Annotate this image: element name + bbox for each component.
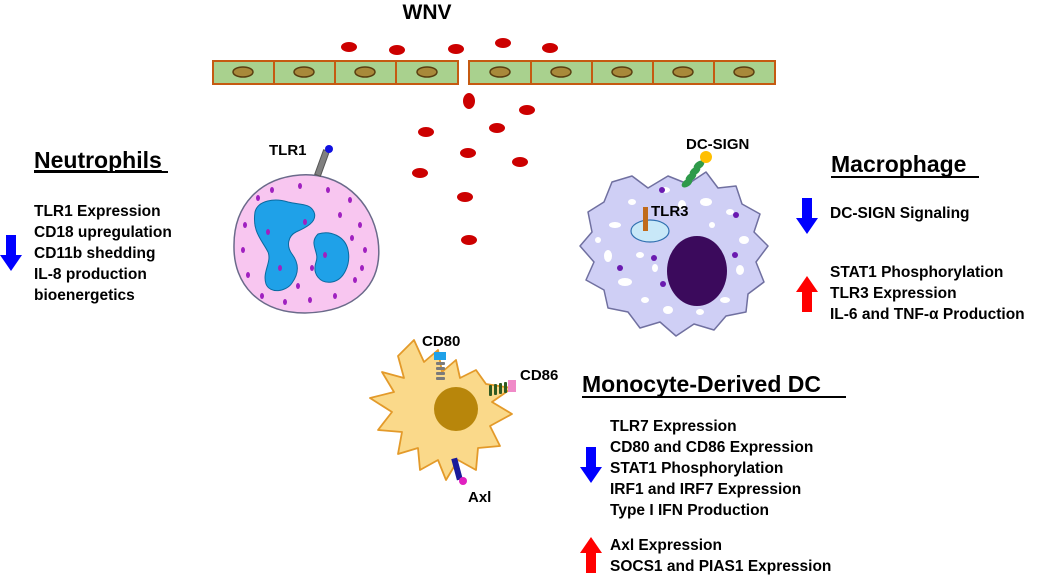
- endothelial-layer: [212, 60, 776, 85]
- neutrophils-panel: Neutrophils TLR1 Expression CD18 upregul…: [0, 147, 172, 304]
- macrophage-cell: TLR3 DC-SIGN: [579, 136, 769, 337]
- endothelial-cell: [468, 60, 532, 85]
- virion: [489, 123, 505, 133]
- endothelial-cell: [530, 60, 593, 85]
- modc-down-item: Type I IFN Production: [610, 502, 769, 519]
- macrophage-granules: [617, 187, 739, 287]
- virion: [341, 42, 357, 52]
- virion-group: [341, 38, 558, 245]
- endothelial-cell: [334, 60, 397, 85]
- cd86-receptor: [489, 380, 516, 396]
- tlr3-label: TLR3: [651, 203, 689, 220]
- diagram-title: WNV: [403, 1, 452, 24]
- neutrophils-heading: Neutrophils: [34, 147, 162, 173]
- arrow-down-icon: [580, 447, 602, 483]
- neutrophil-body: [233, 174, 380, 314]
- endothelial-cell: [591, 60, 654, 85]
- modc-down-item: STAT1 Phosphorylation: [610, 460, 783, 477]
- dendritic-cell: CD80 CD86 Axl: [369, 333, 558, 506]
- virion: [412, 168, 428, 178]
- tlr3-receptor: [643, 207, 648, 231]
- virion: [519, 105, 535, 115]
- endothelial-cell: [395, 60, 459, 85]
- virion: [512, 157, 528, 167]
- neutrophils-item: CD18 upregulation: [34, 224, 172, 241]
- cd80-receptor: [434, 352, 446, 380]
- macrophage-up-item: IL-6 and TNF-α Production: [830, 306, 1025, 323]
- arrow-up-icon: [796, 276, 818, 312]
- modc-down-item: IRF1 and IRF7 Expression: [610, 481, 801, 498]
- arrow-down-icon: [796, 198, 818, 234]
- endosome: [630, 219, 670, 243]
- neutrophils-item: IL-8 production: [34, 266, 147, 283]
- tlr1-receptor: [314, 145, 333, 177]
- virion: [418, 127, 434, 137]
- neutrophil-cell: TLR1: [233, 142, 380, 314]
- arrow-down-icon: [0, 235, 22, 271]
- cd86-label: CD86: [520, 367, 558, 384]
- neutrophils-item: CD11b shedding: [34, 245, 155, 262]
- neutrophils-item: TLR1 Expression: [34, 203, 161, 220]
- modc-heading: Monocyte-Derived DC: [582, 371, 821, 397]
- virion: [461, 235, 477, 245]
- endothelial-cell: [273, 60, 336, 85]
- virion: [457, 192, 473, 202]
- macrophage-up-item: STAT1 Phosphorylation: [830, 264, 1003, 281]
- virion: [389, 45, 405, 55]
- macrophage-up-item: TLR3 Expression: [830, 285, 957, 302]
- virion: [463, 93, 475, 109]
- neutrophils-item: bioenergetics: [34, 287, 135, 304]
- virion: [448, 44, 464, 54]
- macrophage-heading: Macrophage: [831, 151, 966, 177]
- virion: [460, 148, 476, 158]
- dc-sign-receptor: [681, 151, 712, 188]
- modc-up-item: SOCS1 and PIAS1 Expression: [610, 558, 831, 575]
- virion: [495, 38, 511, 48]
- modc-down-item: CD80 and CD86 Expression: [610, 439, 813, 456]
- macrophage-panel: Macrophage DC-SIGN Signaling STAT1 Phosp…: [796, 151, 1025, 323]
- arrow-up-icon: [580, 537, 602, 573]
- tlr1-label: TLR1: [269, 142, 307, 159]
- dc-sign-label: DC-SIGN: [686, 136, 749, 153]
- endothelial-cell: [652, 60, 715, 85]
- macrophage-down-item: DC-SIGN Signaling: [830, 205, 970, 222]
- neutrophil-granules: [241, 183, 367, 305]
- virion: [542, 43, 558, 53]
- modc-up-item: Axl Expression: [610, 537, 722, 554]
- cd80-label: CD80: [422, 333, 460, 350]
- modc-down-item: TLR7 Expression: [610, 418, 737, 435]
- modc-panel: Monocyte-Derived DC TLR7 Expression CD80…: [580, 371, 846, 575]
- axl-label: Axl: [468, 489, 491, 506]
- endothelial-cell: [212, 60, 275, 85]
- endothelial-cell: [713, 60, 776, 85]
- dc-nucleus: [434, 387, 478, 431]
- axl-receptor: [451, 457, 467, 485]
- macrophage-nucleus: [667, 236, 727, 306]
